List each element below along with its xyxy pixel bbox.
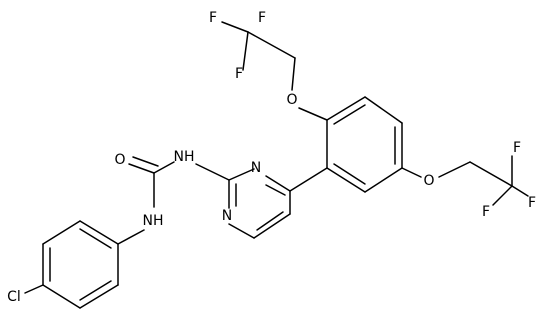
- nitrogen-atom-label: N: [222, 208, 232, 224]
- bonds: [24, 21, 529, 309]
- chlorine-atom-label: Cl: [7, 289, 21, 305]
- fluorine-atom-label: F: [209, 10, 217, 26]
- fluorine-atom-label: F: [482, 204, 490, 220]
- nh-group-label: NH: [143, 213, 164, 229]
- fluorine-atom-label: F: [513, 140, 521, 156]
- atom-labels: F F F O N N NH O NH O F F F Cl: [7, 10, 536, 305]
- nh-group-label: NH: [174, 149, 195, 165]
- oxygen-atom-label: O: [423, 173, 434, 189]
- carbonyl-oxygen-label: O: [114, 152, 125, 168]
- nitrogen-atom-label: N: [251, 160, 261, 176]
- oxygen-atom-label: O: [286, 92, 297, 108]
- fluorine-atom-label: F: [258, 10, 266, 26]
- fluorine-atom-label: F: [528, 195, 536, 211]
- fluorine-atom-label: F: [235, 66, 243, 82]
